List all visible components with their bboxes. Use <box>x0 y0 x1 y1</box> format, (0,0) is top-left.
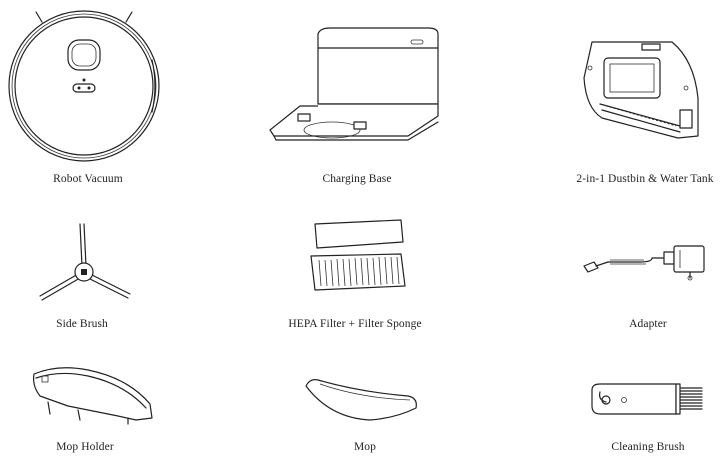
mop-illustration <box>305 379 417 421</box>
item-label: Adapter <box>629 318 667 330</box>
item-label: Mop Holder <box>56 441 114 453</box>
item-label: Side Brush <box>56 318 108 330</box>
item-label: 2-in-1 Dustbin & Water Tank <box>576 173 714 185</box>
dustbin-illustration <box>583 41 699 139</box>
charging-base-illustration <box>269 27 439 141</box>
side-brush-illustration <box>39 223 131 301</box>
cleaning-brush-illustration <box>591 383 703 415</box>
item-label: Robot Vacuum <box>53 173 123 185</box>
item-label: Mop <box>353 441 377 453</box>
adapter-illustration <box>583 245 705 281</box>
mop-holder-illustration <box>33 367 153 425</box>
item-label: Charging Base <box>322 173 392 185</box>
item-label: HEPA Filter + Filter Sponge <box>288 318 422 330</box>
robot-vacuum-illustration <box>8 10 160 162</box>
item-label: Cleaning Brush <box>611 441 685 453</box>
hepa-filter-illustration <box>310 219 406 291</box>
